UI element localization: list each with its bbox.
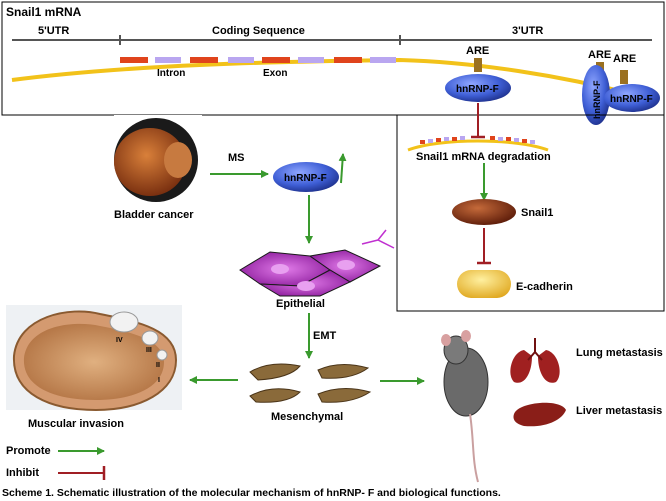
snail1-protein — [452, 199, 516, 225]
exon-segment — [262, 57, 290, 63]
mrna-title: Snail1 mRNA — [6, 5, 82, 19]
exon-segment — [334, 57, 362, 63]
bladder-stage-i: I — [158, 377, 160, 384]
degraded-mrna-strand — [407, 139, 549, 152]
legend-inhibit-label: Inhibit — [6, 467, 39, 479]
hnrnp-f-label-center: hnRNP-F — [284, 173, 327, 184]
intron-segment — [228, 57, 254, 63]
legend-promote-label: Promote — [6, 445, 51, 457]
label-intron: Intron — [157, 68, 185, 79]
are-stem-1 — [474, 58, 482, 72]
mesenchymal-label: Mesenchymal — [271, 411, 343, 423]
coding-segments — [120, 57, 396, 63]
are-label-1: ARE — [466, 45, 489, 57]
degraded-mrna-fragments — [420, 136, 535, 144]
mrna-degradation-label: Snail1 mRNA degradation — [416, 151, 551, 163]
bladder-tumor-medium — [141, 330, 159, 346]
hnrnp-f-protein-center — [273, 162, 339, 192]
pathway-panel — [396, 114, 665, 312]
intron-segment — [370, 57, 396, 63]
exon-segment — [190, 57, 218, 63]
exon-segment — [120, 57, 148, 63]
e-cadherin-label: E-cadherin — [516, 281, 573, 293]
epithelial-label: Epithelial — [276, 298, 325, 310]
intron-segment — [298, 57, 324, 63]
are-label-3: ARE — [613, 53, 636, 65]
bladder-tumor-small — [156, 349, 168, 361]
label-3utr: 3'UTR — [512, 25, 543, 37]
lung-metastasis-label: Lung metastasis — [576, 347, 663, 359]
ms-label: MS — [228, 152, 245, 164]
emt-label: EMT — [313, 330, 337, 342]
are-stem-3 — [620, 70, 628, 84]
bladder-cancer-label: Bladder cancer — [114, 209, 194, 221]
bladder-cancer-cell — [114, 128, 186, 196]
liver-icon — [513, 402, 566, 427]
snail1-label: Snail1 — [521, 207, 553, 219]
upregulation-arrow — [338, 153, 347, 184]
hnrnp-f-label-right: hnRNP-F — [610, 94, 653, 105]
bladder-stage-iii: III — [146, 347, 152, 354]
label-coding-sequence: Coding Sequence — [212, 25, 305, 37]
hnrnp-f-protein-top — [445, 74, 511, 102]
bladder-stage-iv: IV — [116, 337, 123, 344]
are-label-2: ARE — [588, 49, 611, 61]
label-exon: Exon — [263, 68, 287, 79]
bladder-lumen — [23, 323, 164, 400]
e-cadherin-protein — [457, 270, 511, 298]
mrna-strand — [11, 57, 656, 102]
figure-caption: Scheme 1. Schematic illustration of the … — [2, 487, 501, 499]
bladder-tumor-large — [109, 311, 139, 333]
epithelial-cells — [239, 249, 382, 297]
bladder-cancer-bleb — [164, 142, 192, 178]
bladder-stage-ii: II — [156, 362, 160, 369]
mouse-illustration — [441, 330, 489, 483]
hnrnp-f-protein-right — [604, 84, 660, 112]
hnrnp-f-label-vertical: hnRNP-F — [592, 80, 602, 119]
hnrnp-f-protein-vertical — [582, 65, 610, 125]
liver-metastasis-label: Liver metastasis — [576, 405, 662, 417]
mrna-panel — [1, 1, 665, 116]
intron-segment — [155, 57, 181, 63]
hnrnp-f-label-top: hnRNP-F — [456, 84, 499, 95]
muscular-invasion-label: Muscular invasion — [28, 418, 124, 430]
label-5utr: 5'UTR — [38, 25, 69, 37]
receptor-icon — [361, 229, 395, 249]
lung-icon — [510, 338, 560, 383]
mesenchymal-cells — [249, 363, 372, 403]
